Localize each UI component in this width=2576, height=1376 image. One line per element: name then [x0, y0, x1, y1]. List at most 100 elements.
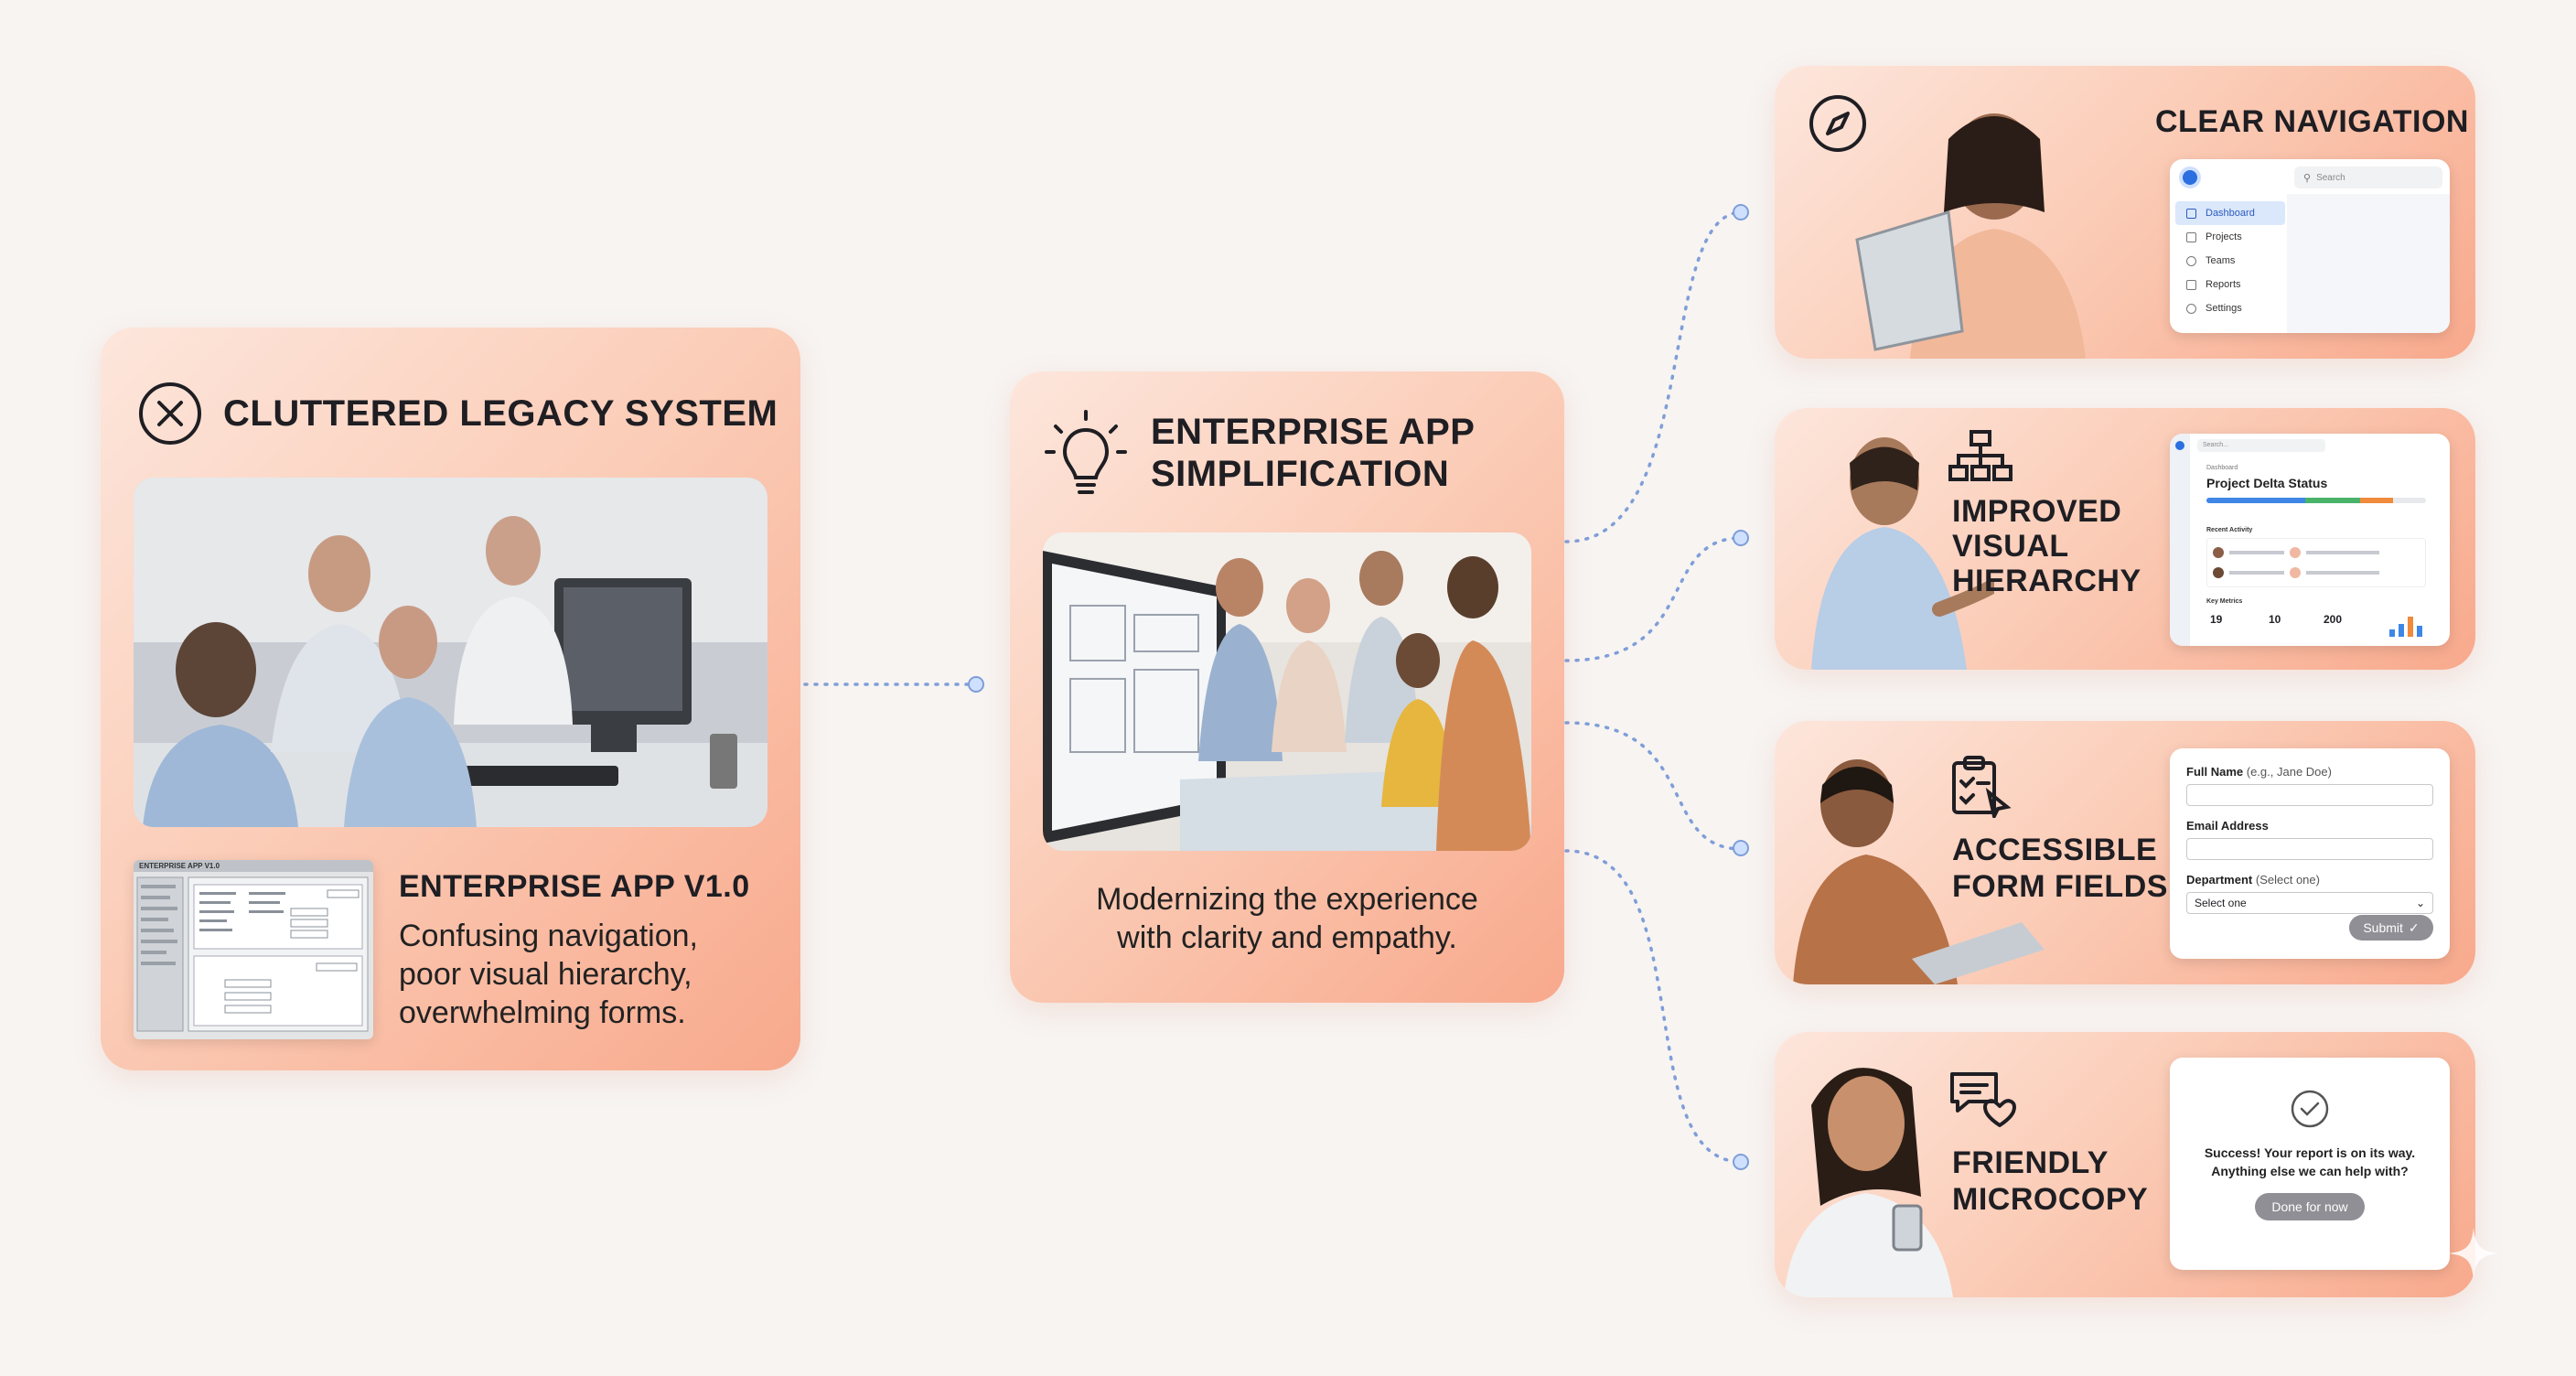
connector-center-microcopy	[1564, 849, 1744, 1164]
nav-item-teams[interactable]: Teams	[2175, 249, 2285, 273]
folder-icon	[2186, 231, 2196, 242]
dashboard-title: Project Delta Status	[2206, 476, 2328, 490]
activity-row	[2213, 566, 2421, 579]
legacy-subtitle: ENTERPRISE APP V1.0	[399, 869, 750, 904]
hierarchy-title-line3: HIERARCHY	[1952, 564, 2141, 598]
lightbulb-icon	[1045, 408, 1127, 500]
legacy-description: Confusing navigation, poor visual hierar…	[399, 919, 699, 1030]
recent-activity-label: Recent Activity	[2206, 527, 2253, 533]
search-icon: ⚲	[2303, 172, 2312, 184]
center-title-line1: ENTERPRISE APP	[1151, 412, 1476, 452]
hierarchy-title-line1: IMPROVED	[1952, 494, 2122, 529]
compass-icon	[1808, 93, 1868, 154]
done-for-now-button[interactable]: Done for now	[2255, 1193, 2365, 1220]
connector-dot-hierarchy	[1733, 530, 1749, 546]
success-message-mock: Success! Your report is on its way. Anyt…	[2170, 1058, 2450, 1270]
check-icon: ✓	[2408, 919, 2420, 935]
forms-photo	[1775, 739, 2049, 984]
progress-segment-blue	[2206, 498, 2305, 503]
clear-navigation-card: CLEAR NAVIGATION ⚲ Search Dashboard Proj…	[1775, 66, 2475, 359]
gear-icon	[2186, 303, 2196, 314]
content-area	[2287, 194, 2450, 333]
check-circle-icon	[2290, 1089, 2330, 1129]
avatar	[2213, 567, 2224, 578]
metric-3: 200	[2324, 613, 2343, 626]
email-label: Email Address	[2186, 819, 2269, 833]
app-logo-icon	[2179, 167, 2201, 188]
nav-item-settings[interactable]: Settings	[2175, 296, 2285, 320]
activity-row	[2213, 546, 2421, 559]
org-chart-icon	[1948, 430, 2012, 483]
nav-item-reports[interactable]: Reports	[2175, 273, 2285, 296]
chevron-down-icon: ⌄	[2415, 897, 2425, 909]
legacy-system-card: CLUTTERED LEGACY SYSTEM ENTERPRISE APP V…	[101, 328, 800, 1070]
full-name-field[interactable]	[2186, 784, 2433, 806]
department-label: Department (Select one)	[2186, 873, 2320, 887]
metric-2: 10	[2269, 613, 2281, 626]
microcopy-title-line1: FRIENDLY	[1952, 1145, 2109, 1180]
friendly-microcopy-card: FRIENDLY MICROCOPY Success! Your report …	[1775, 1032, 2475, 1297]
report-icon	[2186, 279, 2196, 290]
nav-item-dashboard[interactable]: Dashboard	[2175, 201, 2285, 225]
center-title-line2: SIMPLIFICATION	[1151, 454, 1450, 494]
microcopy-photo	[1775, 1050, 1958, 1297]
connector-dot-center	[968, 676, 984, 693]
nav-list: Dashboard Projects Teams Reports Setting…	[2175, 201, 2285, 320]
center-caption-line2: with clarity and empathy.	[1117, 920, 1457, 955]
connector-center-forms	[1564, 721, 1744, 851]
connector-dot-microcopy	[1733, 1154, 1749, 1170]
legacy-team-photo	[134, 478, 767, 827]
forms-title-line2: FORM FIELDS	[1952, 869, 2168, 904]
activity-list	[2206, 538, 2426, 587]
success-line2: Anything else we can help with?	[2211, 1164, 2409, 1178]
department-select[interactable]: Select one ⌄	[2186, 892, 2433, 914]
close-circle-icon	[137, 381, 203, 446]
connector-dot-navigation	[1733, 204, 1749, 220]
key-metrics-label: Key Metrics	[2206, 598, 2243, 605]
center-team-photo	[1043, 532, 1531, 851]
search-input[interactable]: ⚲ Search	[2294, 167, 2442, 188]
legacy-screenshot-title: ENTERPRISE APP V1.0	[134, 860, 373, 872]
hierarchy-photo	[1784, 426, 1994, 670]
chat-heart-icon	[1948, 1069, 2018, 1129]
dashboard-search[interactable]: Search...	[2197, 439, 2325, 452]
search-placeholder: Search	[2316, 172, 2345, 183]
hierarchy-title-line2: VISUAL	[1952, 529, 2069, 564]
legacy-app-screenshot: ENTERPRISE APP V1.0	[134, 860, 373, 1039]
avatar	[2213, 547, 2224, 558]
navigation-title: CLEAR NAVIGATION	[2155, 104, 2469, 139]
nav-item-projects[interactable]: Projects	[2175, 225, 2285, 249]
navigation-photo	[1811, 84, 2104, 359]
center-caption-line1: Modernizing the experience	[1096, 882, 1478, 917]
microcopy-title-line2: MICROCOPY	[1952, 1182, 2149, 1217]
dashboard-rail	[2170, 434, 2190, 646]
clipboard-check-icon	[1948, 754, 2012, 822]
progress-segment-orange	[2360, 498, 2393, 503]
status-progress-bar	[2206, 498, 2426, 503]
connector-center-navigation	[1564, 210, 1744, 543]
department-select-value: Select one	[2195, 897, 2247, 909]
visual-hierarchy-card: IMPROVED VISUAL HIERARCHY Search... Dash…	[1775, 408, 2475, 670]
legacy-title: CLUTTERED LEGACY SYSTEM	[223, 393, 778, 434]
connector-center-hierarchy	[1564, 536, 1744, 662]
success-line1: Success! Your report is on its way.	[2204, 1145, 2416, 1160]
accessible-forms-card: ACCESSIBLE FORM FIELDS Full Name (e.g., …	[1775, 721, 2475, 984]
people-icon	[2186, 255, 2196, 266]
dashboard-mock: Search... Dashboard Project Delta Status…	[2170, 434, 2450, 646]
legacy-form-clutter	[136, 876, 369, 1032]
forms-title-line1: ACCESSIBLE	[1952, 833, 2158, 867]
mini-bar-chart	[2389, 613, 2435, 637]
progress-segment-green	[2305, 498, 2360, 503]
dashboard-breadcrumb: Dashboard	[2206, 465, 2238, 471]
grid-icon	[2186, 208, 2196, 219]
center-card: ENTERPRISE APP SIMPLIFICATION Modernizin…	[1010, 371, 1564, 1003]
navigation-sidebar-mock: ⚲ Search Dashboard Projects Teams Report…	[2170, 159, 2450, 333]
email-field[interactable]	[2186, 838, 2433, 860]
connector-dot-forms	[1733, 840, 1749, 856]
submit-button[interactable]: Submit✓	[2349, 915, 2433, 941]
metric-1: 19	[2210, 613, 2223, 626]
full-name-label: Full Name (e.g., Jane Doe)	[2186, 765, 2332, 779]
sparkle-icon	[2446, 1226, 2501, 1281]
app-logo-icon	[2175, 441, 2184, 450]
